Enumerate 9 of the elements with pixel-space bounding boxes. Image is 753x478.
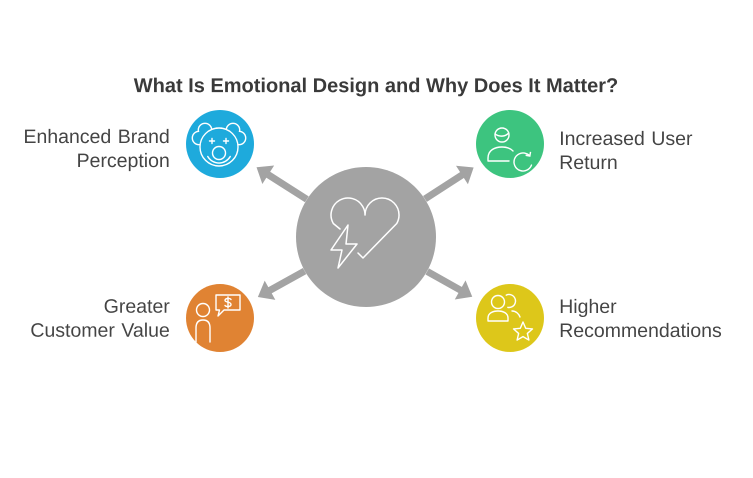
hub-circle [296, 167, 436, 307]
side-label: Enhanced Brand Perception [25, 128, 169, 172]
icon-circle [476, 284, 544, 352]
title: What Is Emotional Design and Why Does It Matter? [134, 78, 618, 96]
side-label: Increased User Return [560, 130, 692, 170]
icon-circle [186, 284, 254, 352]
side-label: Greater Customer Value [31, 299, 170, 337]
icon-circle [476, 110, 544, 178]
side-label: Higher Recommendations [560, 298, 722, 338]
